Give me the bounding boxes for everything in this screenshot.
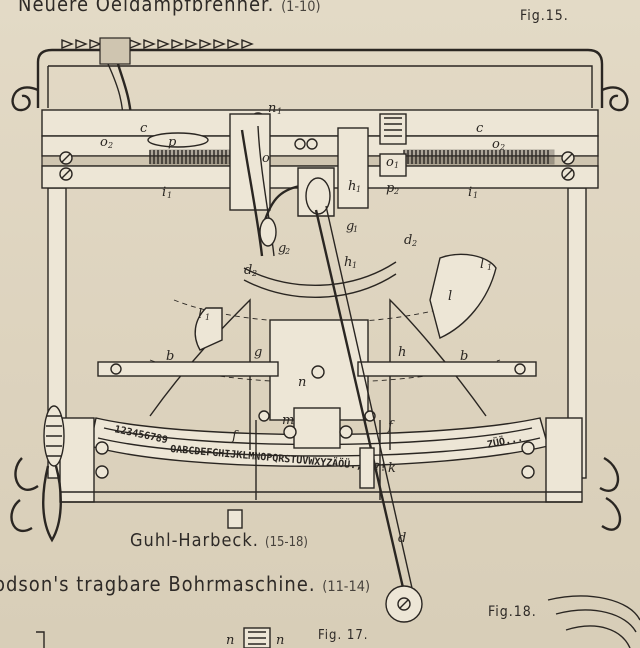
svg-text:1: 1 xyxy=(205,313,210,322)
figure-17-label: Fig. 17. xyxy=(318,628,369,643)
label-i1-right: i xyxy=(468,185,472,200)
label-d: d xyxy=(398,531,406,546)
label-fig17-n: n xyxy=(226,633,234,648)
label-g-big: g xyxy=(254,345,262,360)
svg-text:1: 1 xyxy=(356,185,361,194)
svg-text:1: 1 xyxy=(353,225,358,234)
figure-18-sketch xyxy=(547,595,640,648)
label-h1: h xyxy=(348,179,356,194)
type-sector xyxy=(89,184,549,500)
svg-text:2: 2 xyxy=(284,247,290,256)
svg-text:1: 1 xyxy=(473,191,478,200)
label-b-left: b xyxy=(166,349,174,364)
svg-text:1: 1 xyxy=(352,261,357,270)
label-f-right: f xyxy=(387,419,395,434)
label-p: p xyxy=(168,135,177,150)
svg-text:2: 2 xyxy=(251,269,257,278)
caption-dodson-text: odson's tragbare Bohrmaschine. xyxy=(0,572,316,596)
header-title-text: Neuere Oeldampfbrenner. xyxy=(18,0,275,16)
header-title-ref: (1-10) xyxy=(281,0,321,15)
caption-dodson-ref: (11-14) xyxy=(322,579,370,595)
svg-text:1: 1 xyxy=(487,263,492,272)
label-c-right: c xyxy=(476,121,484,136)
svg-text:2: 2 xyxy=(411,239,417,248)
label-l-right: l xyxy=(448,289,452,304)
label-n-mid: n xyxy=(298,375,306,390)
svg-text:1: 1 xyxy=(277,107,282,116)
header-title: Neuere Oeldampfbrenner. (1-10) xyxy=(18,0,321,16)
label-c-left: c xyxy=(140,121,148,136)
svg-text:2: 2 xyxy=(393,187,399,196)
label-d2-right: d xyxy=(404,233,412,248)
figure-18-label: Fig.18. xyxy=(488,604,537,620)
label-g1: g xyxy=(346,219,354,234)
caption-dodson: odson's tragbare Bohrmaschine. (11-14) xyxy=(0,572,370,596)
label-o1: o xyxy=(386,155,394,170)
label-m: m xyxy=(282,413,294,428)
label-o-mid: o xyxy=(262,151,270,166)
svg-text:1: 1 xyxy=(167,191,172,200)
svg-text:1: 1 xyxy=(394,161,399,170)
label-f-left: f xyxy=(231,429,239,444)
figure-15-label: Fig.15. xyxy=(520,8,569,24)
rack-left xyxy=(149,149,243,165)
lever-arm xyxy=(240,125,423,623)
svg-text:2: 2 xyxy=(499,143,505,152)
base-and-crank xyxy=(42,405,583,543)
caption-guhl-text: Guhl-Harbeck. xyxy=(130,530,259,551)
caption-guhl-harbeck: Guhl-Harbeck. (15-18) xyxy=(130,530,308,551)
label-h-big: h xyxy=(398,345,406,360)
label-o2-left: o xyxy=(100,135,108,150)
rack-right xyxy=(403,149,555,165)
label-h-small: h xyxy=(344,255,352,270)
machine-frame xyxy=(10,37,629,532)
label-o2-right: o xyxy=(492,137,500,152)
label-n1: n xyxy=(268,101,276,116)
caption-guhl-ref: (15-18) xyxy=(265,535,308,550)
label-p2: p xyxy=(386,181,395,196)
label-k: k xyxy=(388,461,396,476)
label-l1-right: l xyxy=(480,257,484,272)
label-b-right: b xyxy=(460,349,468,364)
label-g2: g xyxy=(278,241,286,256)
label-l1-left: l xyxy=(198,307,202,322)
figure-17-sketch xyxy=(36,627,271,648)
label-d2-left: d xyxy=(244,263,252,278)
svg-text:2: 2 xyxy=(107,141,113,150)
label-i1-left: i xyxy=(162,185,166,200)
label-fig17-n2: n xyxy=(276,633,284,648)
